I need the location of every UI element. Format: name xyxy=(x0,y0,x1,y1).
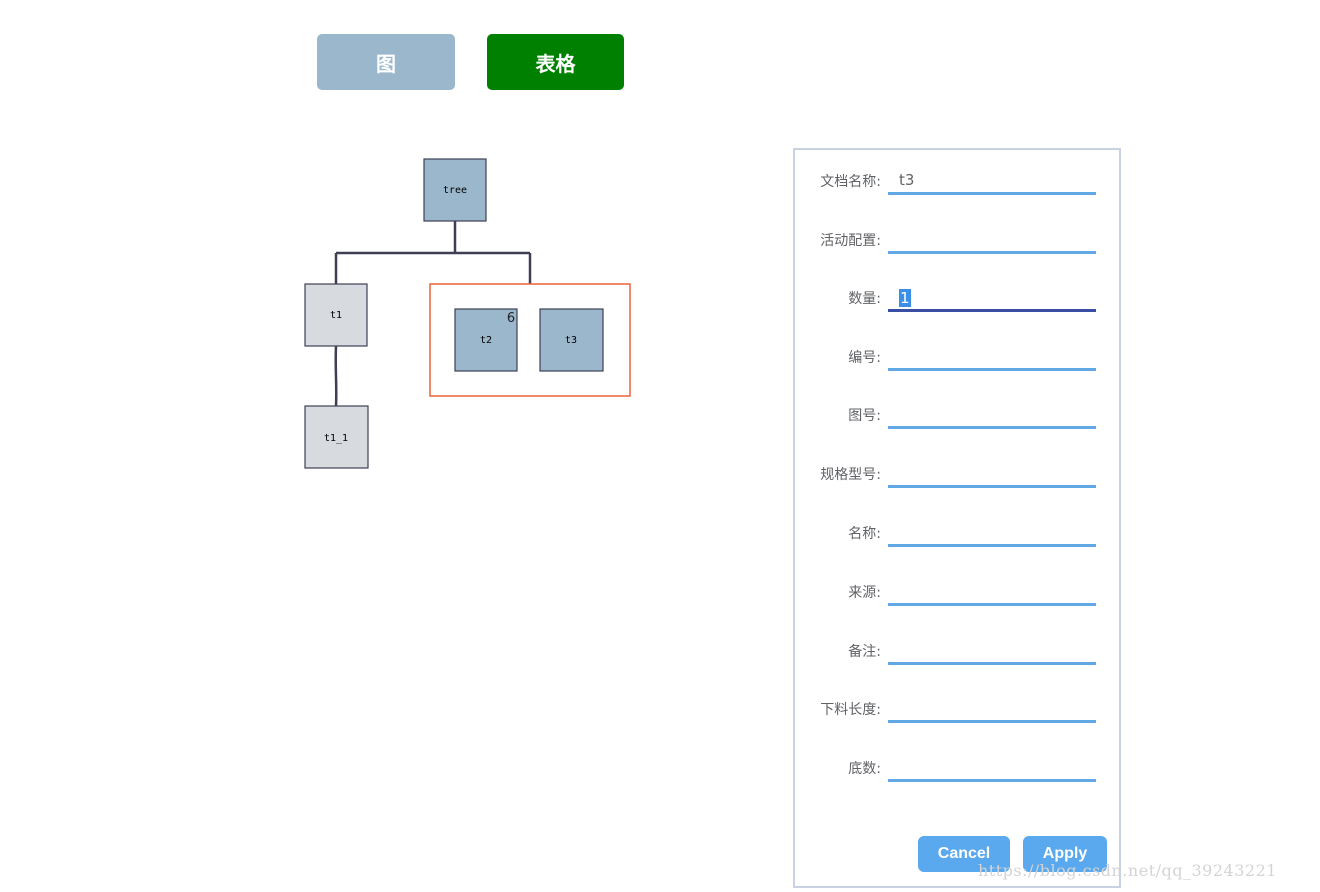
quantity-value: 1 xyxy=(899,289,911,307)
connector-t1-to-t1_1 xyxy=(334,345,338,407)
cancel-button[interactable]: Cancel xyxy=(918,836,1010,872)
node-t3[interactable]: t3 xyxy=(539,308,604,372)
cut-length-input[interactable] xyxy=(888,695,1096,723)
remarks-input[interactable] xyxy=(888,637,1096,665)
node-t1_1-label: t1_1 xyxy=(324,433,348,444)
spec-model-label: 规格型号: xyxy=(820,467,881,483)
drawing-number-input[interactable] xyxy=(888,401,1096,429)
node-t2-badge: 6 xyxy=(507,311,515,326)
field-doc-name: 文档名称: xyxy=(795,167,1119,197)
field-number: 编号: xyxy=(795,343,1119,373)
field-name: 名称: xyxy=(795,519,1119,549)
node-tree-label: tree xyxy=(443,185,467,196)
field-quantity: 数量: 1 xyxy=(795,284,1119,314)
node-t1_1[interactable]: t1_1 xyxy=(304,405,369,469)
properties-panel: 文档名称: 活动配置: 数量: 1 编号: 图号: 规格型号: 名称: 来源: … xyxy=(793,148,1121,888)
node-t1-label: t1 xyxy=(330,310,342,321)
drawing-number-label: 图号: xyxy=(848,408,881,424)
doc-name-input[interactable] xyxy=(888,167,1096,195)
source-label: 来源: xyxy=(848,585,881,601)
node-t1[interactable]: t1 xyxy=(304,283,368,347)
number-input[interactable] xyxy=(888,343,1096,371)
node-tree[interactable]: tree xyxy=(423,158,487,222)
field-source: 来源: xyxy=(795,578,1119,608)
base-count-label: 底数: xyxy=(848,761,881,777)
node-t2[interactable]: t2 6 xyxy=(454,308,518,372)
source-input[interactable] xyxy=(888,578,1096,606)
table-view-button[interactable]: 表格 xyxy=(487,34,624,90)
field-remarks: 备注: xyxy=(795,637,1119,667)
field-cut-length: 下料长度: xyxy=(795,695,1119,725)
connectors xyxy=(334,221,532,407)
number-label: 编号: xyxy=(848,350,881,366)
field-activity-config: 活动配置: xyxy=(795,226,1119,256)
doc-name-label: 文档名称: xyxy=(820,174,881,190)
activity-config-input[interactable] xyxy=(888,226,1096,254)
apply-button[interactable]: Apply xyxy=(1023,836,1107,872)
field-drawing-number: 图号: xyxy=(795,401,1119,431)
base-count-input[interactable] xyxy=(888,754,1096,782)
graph-view-button[interactable]: 图 xyxy=(317,34,455,90)
field-base-count: 底数: xyxy=(795,754,1119,784)
group-selection-box[interactable] xyxy=(429,283,631,397)
spec-model-input[interactable] xyxy=(888,460,1096,488)
node-t3-label: t3 xyxy=(565,335,577,346)
node-t2-label: t2 xyxy=(480,335,492,346)
remarks-label: 备注: xyxy=(848,644,881,660)
name-label: 名称: xyxy=(848,526,881,542)
field-spec-model: 规格型号: xyxy=(795,460,1119,490)
quantity-input[interactable] xyxy=(888,284,1096,312)
quantity-label: 数量: xyxy=(848,291,881,307)
name-input[interactable] xyxy=(888,519,1096,547)
watermark: https://blog.csdn.net/qq_39243221 xyxy=(978,861,1277,880)
tree-diagram[interactable]: tree t1 t1_1 t2 6 t3 xyxy=(0,0,700,500)
activity-config-label: 活动配置: xyxy=(820,233,881,249)
cut-length-label: 下料长度: xyxy=(820,702,881,718)
